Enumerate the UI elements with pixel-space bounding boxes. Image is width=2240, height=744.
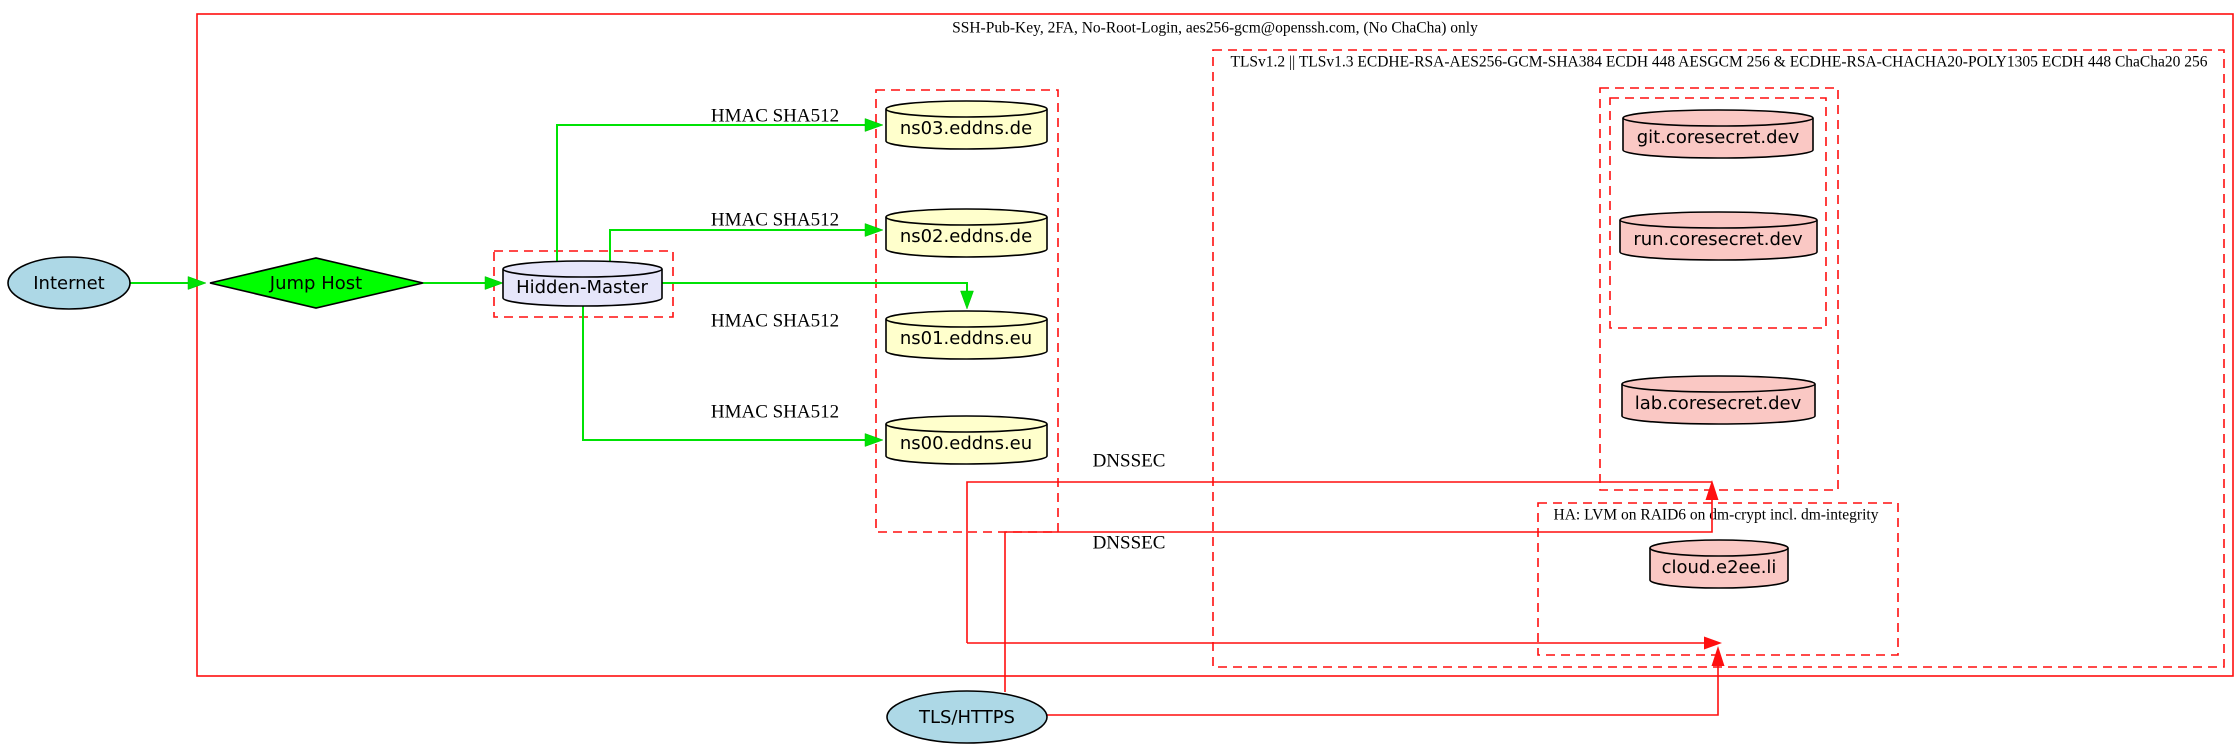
cluster-nameservers-border xyxy=(875,89,1059,533)
arrowhead-ns02 xyxy=(864,223,884,237)
edge-dnssec-2 xyxy=(1004,492,1713,692)
node-git-label: git.coresecret.dev xyxy=(1637,127,1800,148)
node-ns00 xyxy=(885,415,1048,465)
node-hidden-master-label: Hidden-Master xyxy=(516,277,648,298)
cluster-ssh-label: SSH-Pub-Key, 2FA, No-Root-Login, aes256-… xyxy=(952,20,1478,37)
edge-label-hmac-ns00: HMAC SHA512 xyxy=(711,401,839,422)
edge-hiddenmaster-ns03 xyxy=(556,124,867,261)
edge-label-hmac-ns02: HMAC SHA512 xyxy=(711,209,839,230)
arrowhead-jumphost-hiddenmaster xyxy=(484,276,504,290)
edge-dnssec-1 xyxy=(966,481,1712,643)
arrowhead-web-cluster xyxy=(1705,480,1719,500)
node-ns00-label: ns00.eddns.eu xyxy=(900,433,1032,454)
node-run-label: run.coresecret.dev xyxy=(1633,229,1803,250)
node-ns02-label: ns02.eddns.de xyxy=(900,226,1032,247)
node-run xyxy=(1619,211,1818,261)
edge-hiddenmaster-ns01 xyxy=(662,282,968,293)
cluster-git-run-border xyxy=(1609,97,1827,329)
edge-label-dnssec-1: DNSSEC xyxy=(1093,450,1166,471)
node-lab-label: lab.coresecret.dev xyxy=(1635,393,1802,414)
node-internet: Internet xyxy=(7,256,131,310)
node-lab xyxy=(1621,375,1816,425)
edge-label-dnssec-2: DNSSEC xyxy=(1093,532,1166,553)
arrowhead-internet-jumphost xyxy=(187,276,207,290)
node-ns02 xyxy=(885,208,1048,258)
edge-hiddenmaster-ns00 xyxy=(582,306,867,441)
arrowhead-ns00 xyxy=(864,433,884,447)
cluster-web-services-border xyxy=(1599,87,1839,491)
arrowhead-red-right xyxy=(1704,636,1722,650)
cluster-ha-label: HA: LVM on RAID6 on dm-crypt incl. dm-in… xyxy=(1554,507,1879,524)
node-tls-https-label: TLS/HTTPS xyxy=(918,707,1015,728)
cluster-tls-label: TLSv1.2 || TLSv1.3 ECDHE-RSA-AES256-GCM-… xyxy=(1230,54,2207,71)
node-internet-label: Internet xyxy=(33,273,104,294)
node-cloud xyxy=(1649,539,1789,589)
arrowhead-ns01 xyxy=(960,290,974,310)
node-git xyxy=(1622,109,1814,159)
node-ns01 xyxy=(885,310,1048,360)
node-tls-https: TLS/HTTPS xyxy=(886,690,1048,744)
cluster-ssh-border xyxy=(196,13,2234,677)
node-ns03-label: ns03.eddns.de xyxy=(900,118,1032,139)
edge-tls-https-ha xyxy=(1047,652,1719,716)
node-jump-host-label: Jump Host xyxy=(269,273,362,294)
node-hidden-master xyxy=(502,260,663,307)
node-jump-host: Jump Host xyxy=(209,257,424,309)
node-cloud-label: cloud.e2ee.li xyxy=(1662,557,1777,578)
node-ns03 xyxy=(885,100,1048,150)
arrowhead-ha-cluster xyxy=(1711,646,1725,666)
edge-label-hmac-ns03: HMAC SHA512 xyxy=(711,105,839,126)
edge-hiddenmaster-ns02 xyxy=(609,229,867,261)
node-ns01-label: ns01.eddns.eu xyxy=(900,328,1032,349)
edge-label-hmac-ns01: HMAC SHA512 xyxy=(711,310,839,331)
arrowhead-ns03 xyxy=(864,118,884,132)
